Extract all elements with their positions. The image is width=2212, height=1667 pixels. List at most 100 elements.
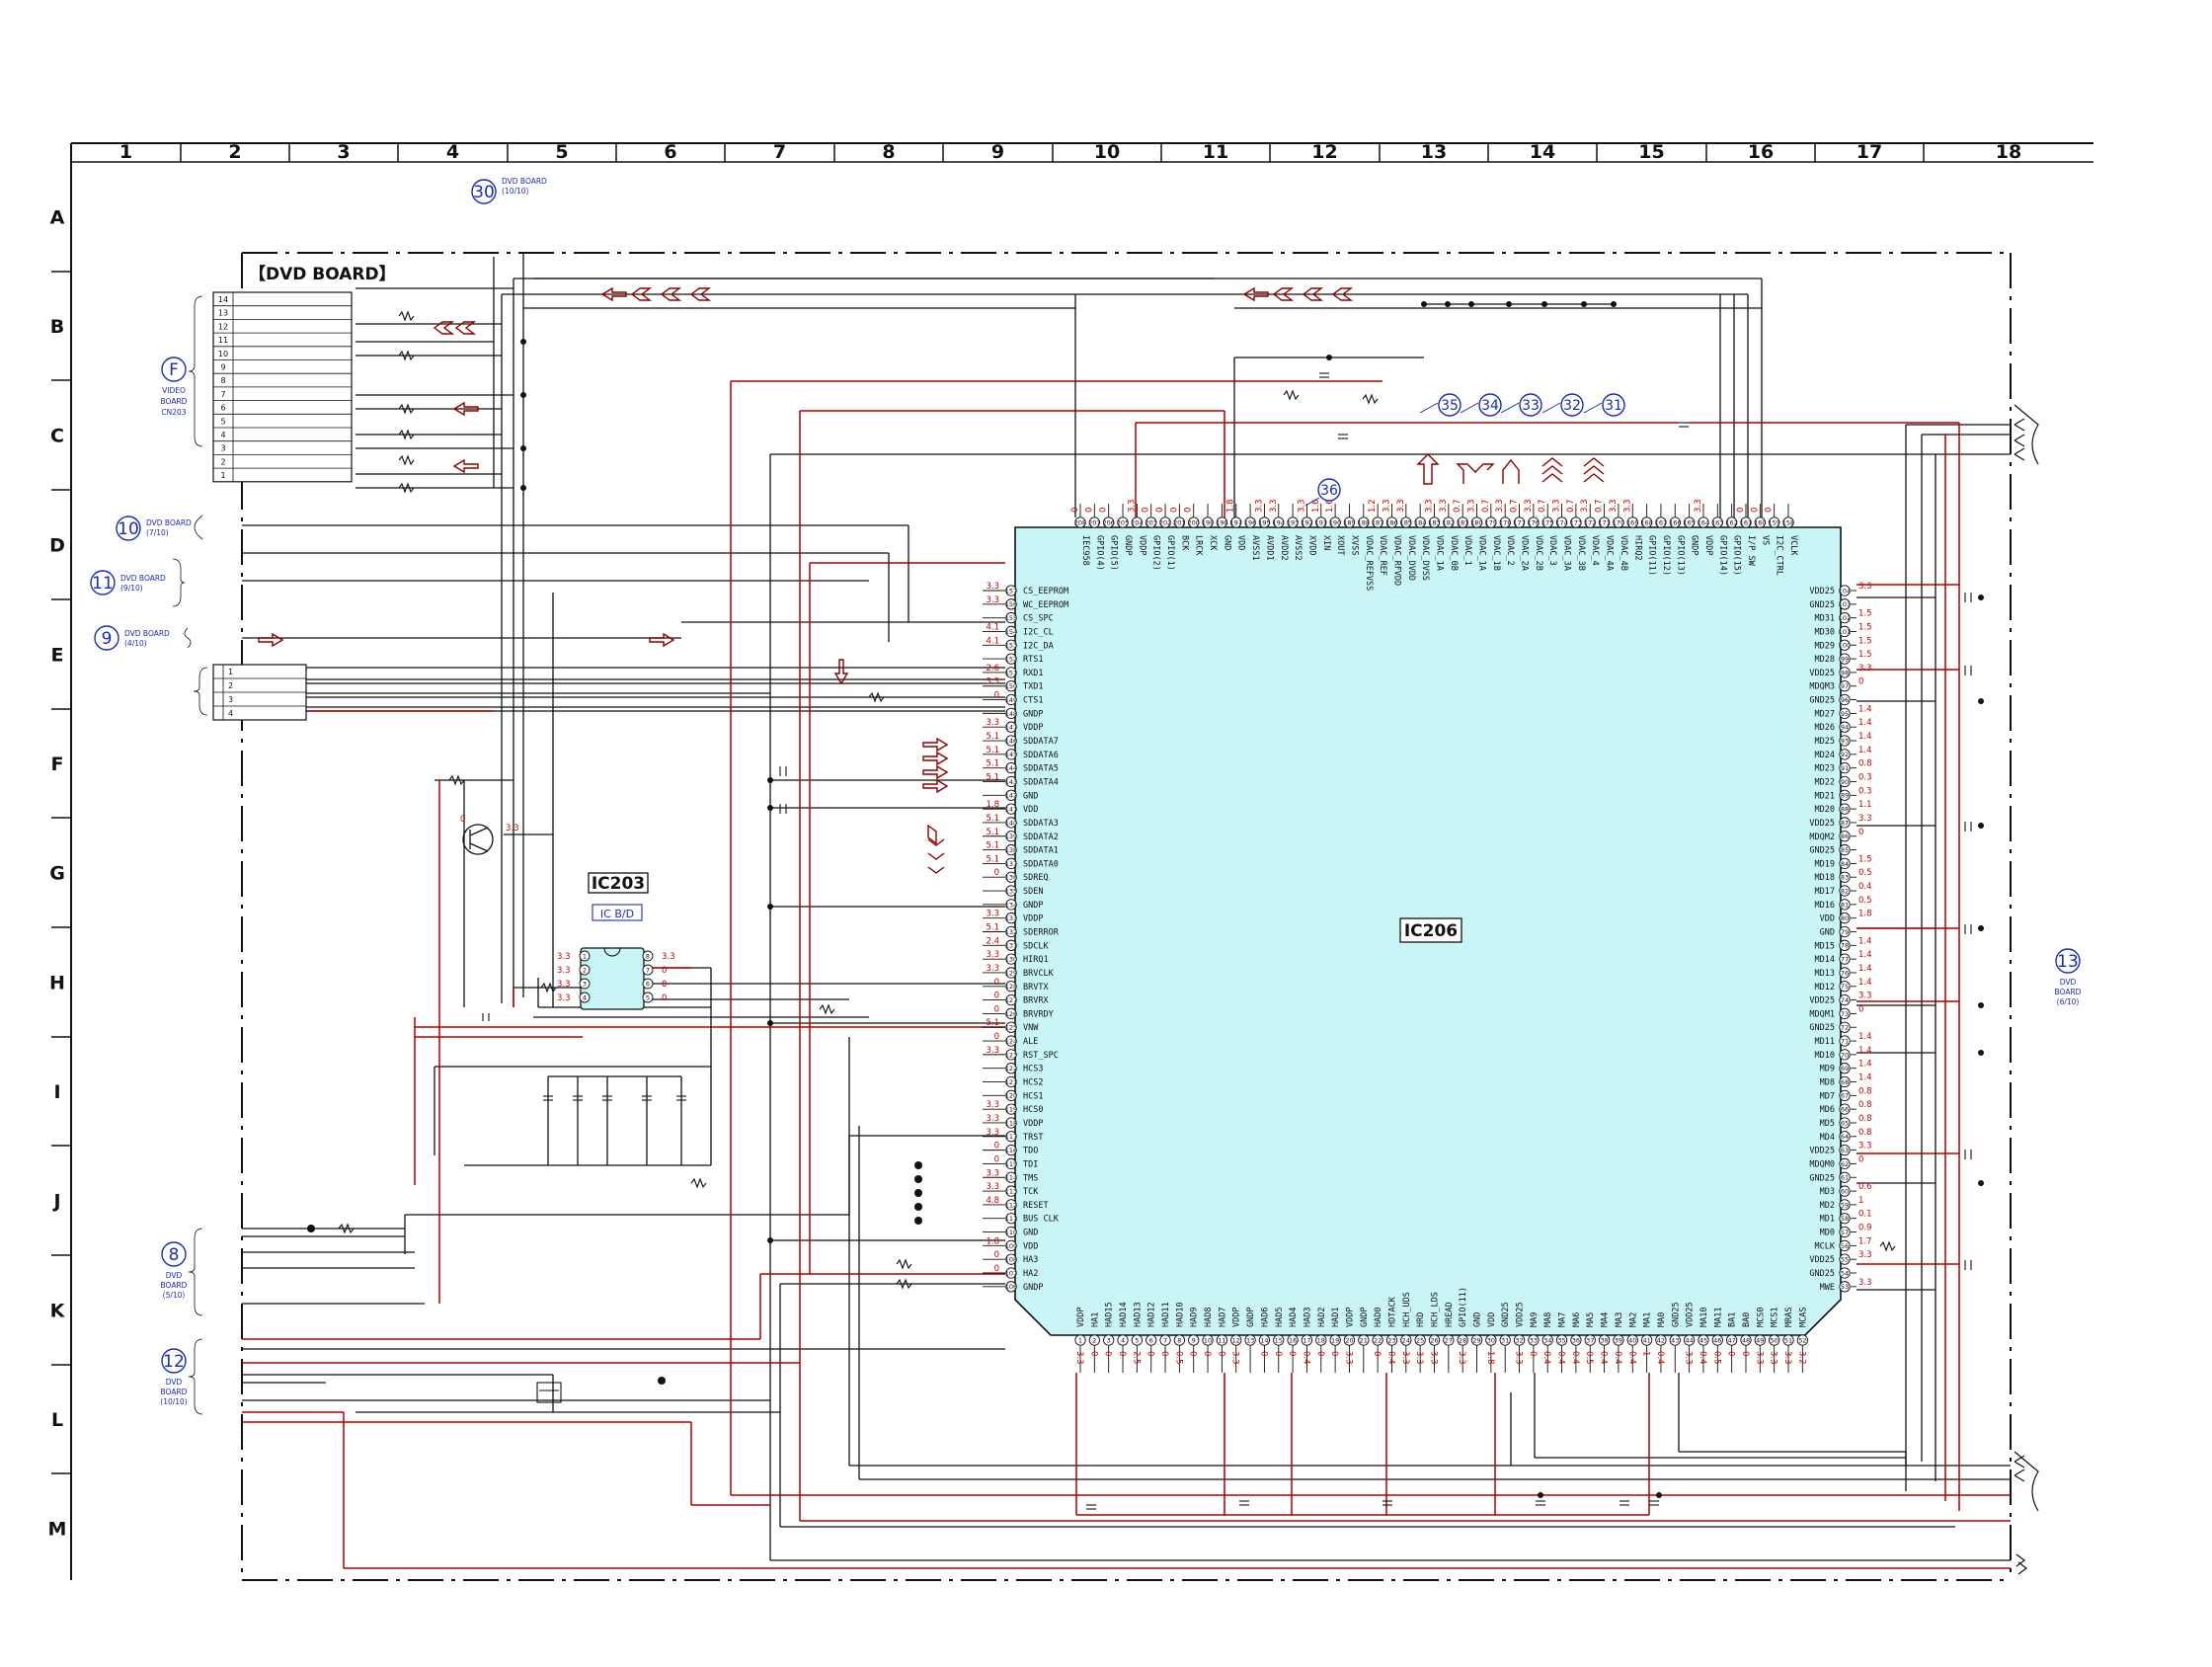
ic206-pin [1683,516,1696,528]
ic206-pin-number: 188 [1358,518,1370,526]
ic206-pin-voltage: 1.4 [1858,950,1872,960]
ic206-pin-number: 192 [1301,518,1312,526]
grid-row-label: H [49,973,65,994]
ic206-pin-name: CS_SPC [1023,614,1054,624]
ic206-pin-name: I/P SW [1746,535,1756,567]
ic206-pin-name: VDAC_2 [1505,535,1515,566]
ic206-pin-number: 107 [1005,1269,1017,1277]
ic206-pin-name: VDD25 [1809,996,1835,1006]
ic206-pin-voltage: 1.8 [1226,499,1236,513]
ic206-pin [1839,885,1851,897]
ic206-pin-name: VDD25 [1809,819,1835,829]
ic206-pin [1188,516,1200,528]
ic206-pin-voltage: 3.3 [1858,814,1872,824]
ic206-pin-voltage: 0 [1726,1351,1736,1356]
ic206-pin-name: MD10 [1815,1051,1835,1061]
ic206-pin-name: HCS3 [1023,1065,1043,1074]
ref-circle [1560,393,1584,417]
ic206-pin-voltage: 1.5 [1858,622,1872,632]
ic206-pin [1005,1131,1017,1143]
ic206-pin [1839,667,1851,678]
ic206-pin [1005,1075,1017,1088]
ic206-pin [1131,516,1144,528]
ic206-pin-number: 181 [1457,518,1468,526]
ic206-pin [1343,516,1356,528]
ic206-pin-number: 157 [1005,587,1017,595]
ic206-pin-number: 144 [1005,764,1017,772]
ic206-pin-voltage: 0.9 [1858,1224,1872,1233]
grid-frame [70,142,2094,1580]
ic206-pin-number: 101 [1839,628,1851,636]
ic206-pin-name: MD30 [1815,627,1835,637]
ic206-pin-voltage: 0 [994,1264,999,1274]
ic206-pin [1117,516,1129,528]
ic203-pin-number: 7 [646,967,650,975]
ic206-pin [1782,1334,1794,1346]
ic206-pin-voltage: 0 [994,868,999,878]
ic206-pin [1839,1007,1851,1020]
ic206-pin [1839,789,1851,801]
ic206-pin [1839,735,1851,747]
ic206-pin-name: HAD11 [1161,1302,1171,1327]
ic206-pin-voltage: 0.4 [1570,1351,1580,1365]
ic206-pin-name: HAD6 [1260,1308,1270,1327]
ic206-pin-number: 193 [1287,518,1299,526]
ic206-pin [1839,1281,1851,1293]
ic206-pin-voltage: 3.3 [1754,1351,1764,1365]
ic206-pin [1782,516,1794,528]
ic206-pin-number: 58 [1841,1215,1849,1223]
ic206-pin-name: GND25 [1809,1269,1835,1279]
ic206-pin [1005,1239,1017,1252]
ic206-pin-name: XVDD [1306,535,1316,555]
grid-column-label: 5 [555,141,568,163]
ic206-pin-name: SDCLK [1023,941,1049,951]
grid-column-label: 10 [1094,141,1120,163]
ic206-pin [1005,1035,1017,1047]
ic206-pin-name: HAD4 [1289,1308,1299,1327]
ic206-pin [1839,1199,1851,1211]
ic206-pin [1555,516,1568,528]
ic206-pin-name: GND25 [1671,1302,1681,1327]
ic206-pin-number: 94 [1841,724,1849,732]
ic206-pin-name: HAD8 [1204,1308,1214,1327]
ic206-pin-number: 55 [1841,1256,1849,1264]
ic206-pin-number: 72 [1841,1024,1849,1032]
ic206-pin-name: BA0 [1742,1312,1752,1327]
ic206-pin-number: 125 [1005,1024,1017,1032]
grid-column-label: 13 [1421,141,1447,163]
ref-circle [1438,393,1462,417]
ic206-pin [1414,1334,1426,1346]
ic206-pin-voltage: 0 [994,1142,999,1151]
ic206-pin-name: MD22 [1815,777,1835,787]
ic206-pin-number: 38 [1600,1336,1608,1344]
ic206-pin-voltage: 0.7 [1538,499,1547,513]
ic206-pin-name: AVDD2 [1279,535,1289,561]
ic206-pin-number: 167 [1655,518,1667,526]
ic206-pin [1839,925,1851,938]
ic206-pin-name: GND25 [1809,1173,1835,1183]
ic206-pin-name: MD21 [1815,791,1835,801]
ic206-pin [1839,831,1851,842]
signal-arrows [258,286,1354,874]
ic206-pin-voltage: 0 [1740,1351,1750,1356]
ic206-pin-voltage: 0 [1169,508,1179,513]
ref-number: 35 [1441,398,1459,414]
ic206-pin-name: BRVTX [1023,983,1049,992]
ic206-pin [1005,1213,1017,1225]
waveform-reference-33: 33 [1500,393,1542,417]
ic206-pin [1839,939,1851,951]
ic206-pin-number: 28 [1459,1336,1466,1344]
ic206-pin-number: 114 [1005,1174,1017,1182]
ic206-pin-name: VDAC_2A [1520,535,1530,571]
ic206-pin-name: MA6 [1572,1312,1582,1327]
ic206-pin [1301,516,1313,528]
ic206-pin-name: MD11 [1815,1037,1835,1047]
ic206-pin-voltage: 0 [1315,1351,1325,1356]
ic206-pin-voltage: 0 [1103,1351,1113,1356]
ic206-pin [1301,1334,1313,1346]
ic206-pin-number: 71 [1841,1037,1849,1045]
ic206-pin [1669,516,1681,528]
ic206-pin-name: SDREQ [1023,873,1049,883]
ic206-pin-number: 17 [1303,1336,1310,1344]
ic203-pin-voltage: 3.3 [557,966,571,976]
